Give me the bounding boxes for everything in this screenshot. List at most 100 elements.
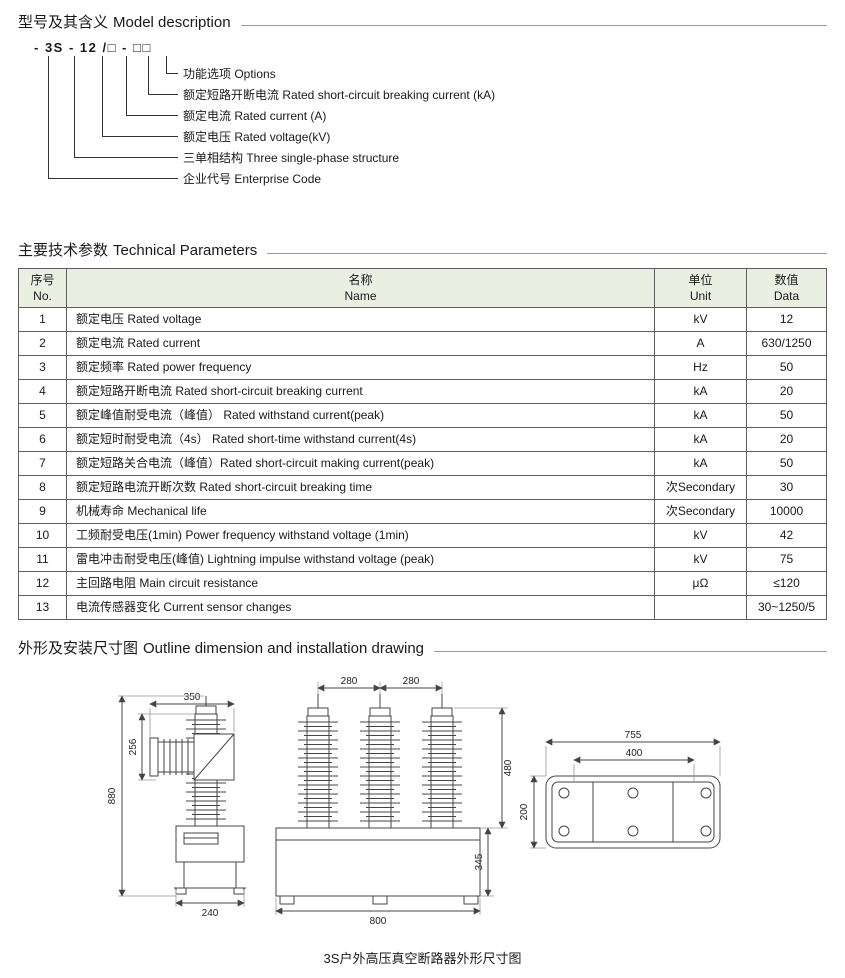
row-no: 3: [18, 355, 67, 380]
model-code: - 3S - 12 /□ - □□: [34, 40, 152, 55]
connector-line: [148, 56, 178, 95]
row-unit: 次Secondary: [654, 499, 747, 524]
row-no: 12: [18, 571, 67, 596]
outline-drawings: 350 256 880 240: [107, 676, 721, 927]
section-title-en: Model description: [113, 14, 231, 31]
col-header-name-zh: 名称: [348, 273, 373, 287]
dim-top-width: 755: [625, 730, 642, 741]
model-label-rated-voltage: 额定电压 Rated voltage(kV): [183, 130, 331, 144]
col-header-data: 数值 Data: [746, 268, 827, 308]
row-data: 30: [746, 475, 827, 500]
col-header-data-zh: 数值: [774, 273, 799, 287]
model-label-breaking-current: 额定短路开断电流 Rated short-circuit breaking cu…: [183, 88, 496, 102]
row-unit: [654, 595, 747, 620]
row-name: 额定短时耐受电流（4s） Rated short-time withstand …: [66, 427, 655, 452]
dim-front-box-height: 345: [474, 853, 485, 870]
drawings-caption: 3S户外高压真空断路器外形尺寸图: [323, 951, 522, 966]
row-unit: Hz: [654, 355, 747, 380]
dim-front-pitch1: 280: [341, 676, 358, 687]
row-name: 额定短路关合电流（峰值）Rated short-circuit making c…: [66, 451, 655, 476]
row-no: 2: [18, 331, 67, 356]
section-heading-model: 型号及其含义 Model description: [18, 12, 827, 34]
row-unit: kV: [654, 547, 747, 572]
row-data: ≤120: [746, 571, 827, 596]
model-diagram: - 3S - 12 /□ - □□ 功能选项 Options 额定短路开断电流 …: [18, 34, 827, 230]
col-header-unit-en: Unit: [689, 289, 712, 303]
connector-line: [166, 56, 178, 74]
row-data: 630/1250: [746, 331, 827, 356]
row-no: 13: [18, 595, 67, 620]
section-heading-outline: 外形及安装尺寸图 Outline dimension and installat…: [18, 638, 827, 660]
row-unit: kV: [654, 523, 747, 548]
section-title-en: Outline dimension and installation drawi…: [143, 640, 425, 657]
drawing-front-view: [275, 694, 481, 905]
col-header-name-en: Name: [344, 289, 377, 303]
dim-front-pole-height: 480: [503, 759, 514, 776]
row-unit: kV: [654, 307, 747, 332]
col-header-data-en: Data: [773, 289, 800, 303]
row-unit: kA: [654, 379, 747, 404]
row-name: 额定电压 Rated voltage: [66, 307, 655, 332]
row-data: 50: [746, 451, 827, 476]
heading-rule: [434, 650, 827, 652]
row-data: 50: [746, 403, 827, 428]
col-header-no: 序号 No.: [18, 268, 67, 308]
col-header-name: 名称 Name: [66, 268, 655, 308]
drawing-top-view: [545, 775, 721, 849]
row-data: 50: [746, 355, 827, 380]
row-data: 12: [746, 307, 827, 332]
model-label-rated-current: 额定电流 Rated current (A): [183, 109, 327, 123]
row-name: 主回路电阻 Main circuit resistance: [66, 571, 655, 596]
model-label-options: 功能选项 Options: [183, 67, 276, 81]
dim-front-pitch2: 280: [403, 676, 420, 687]
row-name: 额定短路电流开断次数 Rated short-circuit breaking …: [66, 475, 655, 500]
row-no: 7: [18, 451, 67, 476]
section-title-zh: 型号及其含义: [18, 14, 109, 31]
row-no: 4: [18, 379, 67, 404]
row-unit: μΩ: [654, 571, 747, 596]
row-data: 30~1250/5: [746, 595, 827, 620]
dim-top-inner: 400: [626, 748, 643, 759]
col-header-unit-zh: 单位: [688, 273, 713, 287]
heading-rule: [240, 24, 827, 26]
heading-rule: [267, 252, 827, 254]
row-no: 1: [18, 307, 67, 332]
connector-line: [126, 56, 178, 116]
row-name: 电流传感器变化 Current sensor changes: [66, 595, 655, 620]
section-title-zh: 主要技术参数: [18, 242, 109, 259]
row-name: 额定短路开断电流 Rated short-circuit breaking cu…: [66, 379, 655, 404]
row-data: 42: [746, 523, 827, 548]
model-label-enterprise-code: 企业代号 Enterprise Code: [183, 172, 322, 186]
connector-line: [48, 56, 178, 179]
row-unit: kA: [654, 427, 747, 452]
row-unit: kA: [654, 403, 747, 428]
dim-front-base: 800: [370, 916, 387, 927]
row-data: 20: [746, 379, 827, 404]
col-header-no-en: No.: [33, 289, 52, 303]
drawing-top-view-dims: 755 400 200: [519, 730, 721, 849]
row-name: 额定频率 Rated power frequency: [66, 355, 655, 380]
section-heading-params: 主要技术参数 Technical Parameters: [18, 240, 827, 262]
drawing-front-view-dims: 280 280 480 345 800: [275, 676, 514, 927]
col-header-no-zh: 序号: [30, 273, 55, 287]
row-data: 20: [746, 427, 827, 452]
row-unit: kA: [654, 451, 747, 476]
section-title-zh: 外形及安装尺寸图: [18, 640, 139, 657]
dim-side-bushing: 256: [128, 738, 139, 755]
row-name: 机械寿命 Mechanical life: [66, 499, 655, 524]
model-label-structure: 三单相结构 Three single-phase structure: [183, 151, 400, 165]
drawing-side-view: [149, 696, 246, 895]
